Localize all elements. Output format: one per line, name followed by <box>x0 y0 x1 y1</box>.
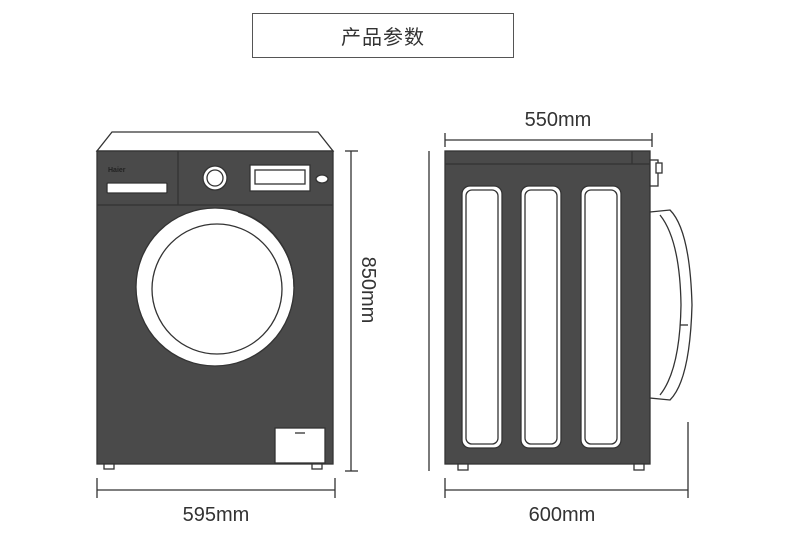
height-dimension: 850mm <box>345 150 379 472</box>
title-box: 产品参数 <box>252 13 514 58</box>
front-top-panel <box>95 131 335 152</box>
side-panel-recess-3 <box>580 185 622 449</box>
front-foot-right <box>311 463 323 470</box>
filter-cover <box>274 427 326 464</box>
page-title: 产品参数 <box>341 25 425 49</box>
detergent-drawer-handle <box>106 182 168 194</box>
side-panel-recess-1 <box>461 185 503 449</box>
front-width-label: 595mm <box>183 504 250 526</box>
side-depth-total-dimension: 600mm <box>444 422 689 526</box>
side-panel-recess-2-inner <box>524 189 558 445</box>
side-panel-recess-1-inner <box>465 189 499 445</box>
side-depth-body-dimension: 550mm <box>444 109 653 147</box>
door-rim-highlight <box>237 211 295 288</box>
side-panel-recess-3-inner <box>584 189 618 445</box>
side-foot-left <box>457 463 469 471</box>
display-panel <box>249 164 311 192</box>
front-width-dimension: 595mm <box>96 478 336 526</box>
door-glass <box>151 223 283 355</box>
program-knob-inner <box>206 169 224 187</box>
side-depth-total-label: 600mm <box>529 504 596 526</box>
front-view: Haier <box>95 131 335 470</box>
power-button <box>315 174 329 184</box>
display-screen <box>254 169 306 185</box>
side-panel-recess-2 <box>520 185 562 449</box>
front-foot-left <box>103 463 115 470</box>
brand-logo: Haier <box>108 167 126 174</box>
side-foot-right <box>633 463 645 471</box>
side-depth-body-label: 550mm <box>525 109 592 131</box>
side-door-profile <box>649 209 693 401</box>
side-view <box>444 150 693 471</box>
side-door-curve <box>659 214 682 396</box>
side-knob-tip <box>655 162 663 174</box>
height-label: 850mm <box>357 257 379 324</box>
